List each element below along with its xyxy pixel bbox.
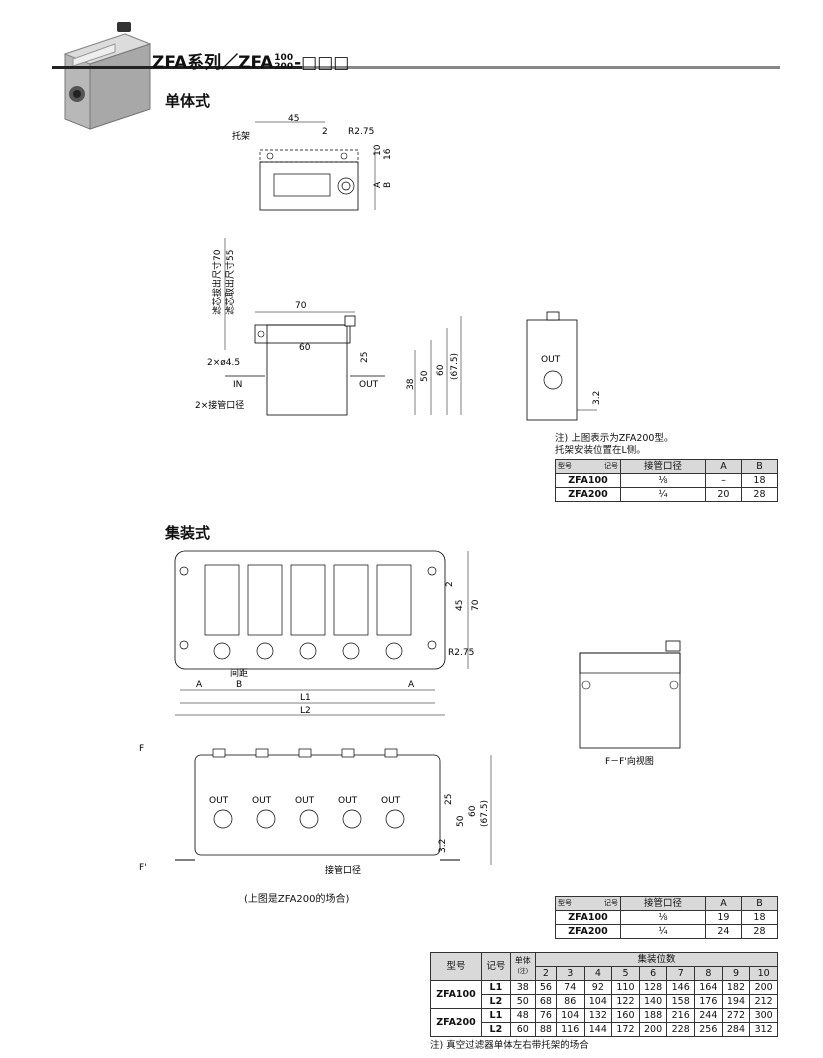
pitch-label: 间距 bbox=[230, 667, 248, 679]
single-heading: 单体式 bbox=[165, 92, 211, 110]
dim-a-left: A bbox=[196, 680, 203, 690]
dim-l1: L1 bbox=[300, 693, 311, 703]
f-view-label: F－F'向视图 bbox=[605, 755, 654, 767]
dim-v55: 滤芯取出尺寸55 bbox=[224, 250, 236, 315]
dim-b: B bbox=[383, 182, 393, 188]
dim-675: (67.5) bbox=[450, 353, 460, 380]
dim-l2: L2 bbox=[300, 706, 311, 716]
dim-70: 70 bbox=[295, 301, 307, 311]
dim-r275: R2.75 bbox=[348, 127, 374, 137]
dim-25: 25 bbox=[360, 352, 370, 363]
single-side-view: OUT 3.2 bbox=[526, 311, 602, 421]
dim-60: 60 bbox=[468, 805, 478, 817]
single-front-view: 滤芯拔出尺寸70 滤芯取出尺寸55 70 60 2×ø4.5 IN OUT 2×… bbox=[195, 238, 462, 416]
dim-2: 2 bbox=[322, 127, 328, 137]
dim-2: 2 bbox=[445, 581, 455, 587]
dim-45: 45 bbox=[288, 114, 299, 124]
out-label-3: OUT bbox=[295, 796, 315, 806]
section-f2: F' bbox=[139, 863, 147, 873]
product-photo bbox=[63, 22, 152, 130]
out-label: OUT bbox=[359, 380, 379, 390]
dim-70: 70 bbox=[471, 599, 481, 611]
out-label-2: OUT bbox=[252, 796, 272, 806]
bracket-label: 托架 bbox=[232, 130, 250, 142]
port-label: 2×接管口径 bbox=[195, 399, 244, 411]
manifold-front-view: F F' OUT OUT OUT OUT OUT 25 50 60 (67.5)… bbox=[139, 744, 492, 876]
dim-50: 50 bbox=[420, 370, 430, 382]
length-note: 注) 真空过滤器单体左右带托架的场合 bbox=[430, 1040, 589, 1051]
hole-label: 2×ø4.5 bbox=[207, 358, 240, 368]
dim-10: 10 bbox=[373, 144, 383, 156]
manifold-top-view: 2 45 70 R2.75 间距 A B A L1 L2 bbox=[174, 550, 481, 716]
dim-60v: 60 bbox=[436, 364, 446, 376]
dim-50: 50 bbox=[456, 815, 466, 827]
single-top-view: 45 2 R2.75 托架 10 16 A B bbox=[232, 114, 393, 211]
section-f: F bbox=[139, 744, 144, 754]
f-view-drawing: F－F'向视图 bbox=[579, 640, 681, 767]
out-label-1: OUT bbox=[209, 796, 229, 806]
side-out-label: OUT bbox=[541, 355, 561, 365]
dim-v70: 滤芯拔出尺寸70 bbox=[211, 249, 223, 315]
dim-60: 60 bbox=[299, 343, 311, 353]
dim-r275: R2.75 bbox=[448, 648, 474, 658]
dim-45: 45 bbox=[455, 600, 465, 611]
manifold-heading: 集装式 bbox=[165, 524, 211, 542]
header-rule-accent bbox=[52, 66, 302, 69]
header-rule bbox=[52, 66, 780, 69]
out-label-4: OUT bbox=[338, 796, 358, 806]
dim-32: 3.2 bbox=[438, 839, 448, 853]
dim-a: A bbox=[373, 181, 383, 188]
manifold-caption: (上图是ZFA200的场合) bbox=[244, 894, 350, 905]
in-label: IN bbox=[233, 380, 242, 390]
dim-38: 38 bbox=[406, 378, 416, 390]
dim-16: 16 bbox=[383, 148, 393, 160]
dim-25: 25 bbox=[444, 794, 454, 805]
dim-675: (67.5) bbox=[480, 800, 490, 827]
port-label: 接管口径 bbox=[325, 864, 361, 876]
dim-b: B bbox=[236, 680, 242, 690]
out-label-5: OUT bbox=[381, 796, 401, 806]
dim-32: 3.2 bbox=[592, 391, 602, 405]
single-note: 注) 上图表示为ZFA200型。 托架安装位置在L侧。 bbox=[555, 433, 674, 456]
dim-a-right: A bbox=[408, 680, 415, 690]
